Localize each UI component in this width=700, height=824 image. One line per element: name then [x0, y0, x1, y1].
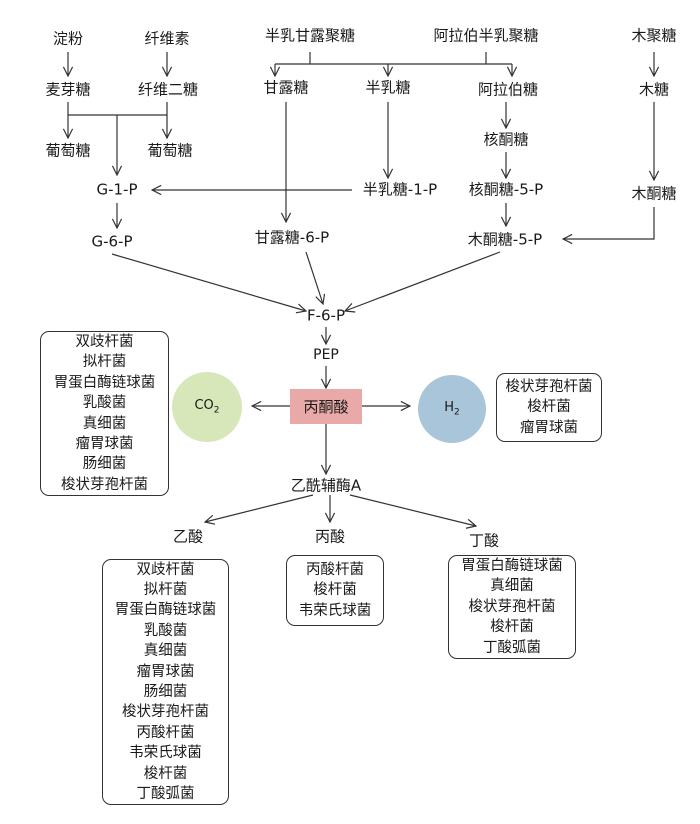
bacterium: 胃蛋白酶链球菌 [461, 557, 563, 574]
arrow-mannose6p-f6p [305, 251, 323, 304]
co2-circle: CO2 [172, 372, 242, 442]
mannose-label: 甘露糖 [263, 78, 309, 97]
butyrate-producers-box: 胃蛋白酶链球菌 真细菌 梭状芽孢杆菌 梭杆菌 丁酸弧菌 [448, 555, 576, 659]
arrow-acetylcoa-butyrate [349, 494, 476, 526]
pyruvate-box: 丙酮酸 [290, 389, 362, 424]
pyruvate-label: 丙酮酸 [303, 398, 349, 416]
arrow-acetylcoa-acetate [205, 494, 314, 522]
bacterium: 胃蛋白酶链球菌 [53, 374, 156, 391]
pep-label: PEP [313, 347, 339, 363]
g6p-label: G-6-P [91, 232, 133, 251]
bacterium: 梭杆菌 [527, 399, 571, 416]
xylulose-label: 木酮糖 [631, 184, 677, 203]
bacterium: 梭状芽孢杆菌 [122, 704, 209, 721]
bacterium: 双歧杆菌 [75, 333, 134, 350]
bacterium: 梭状芽孢杆菌 [61, 476, 148, 493]
bacterium: 梭杆菌 [490, 619, 534, 636]
bacterium: 梭杆菌 [143, 765, 188, 782]
acetate-producers-box: 双歧杆菌 拟杆菌 胃蛋白酶链球菌 乳酸菌 真细菌 瘤胃球菌 肠细菌 梭状芽孢杆菌… [102, 559, 229, 805]
bacterium: 梭状芽孢杆菌 [505, 378, 593, 395]
maltose-label: 麦芽糖 [45, 80, 91, 99]
bacterium: 乳酸菌 [143, 622, 188, 639]
bacterium: 丙酸杆菌 [306, 561, 364, 578]
acetate-label: 乙酸 [172, 527, 204, 546]
xylulose-5p-label: 木酮糖-5-P [467, 230, 543, 249]
bacterium: 肠细菌 [82, 456, 127, 473]
arrow-xylulose-xylulose5p [563, 207, 655, 239]
co2-label: CO2 [194, 398, 220, 416]
xylan-label: 木聚糖 [631, 26, 677, 45]
h2-label: H2 [444, 400, 460, 418]
butyrate-label: 丁酸 [468, 531, 500, 550]
g1p-label: G-1-P [96, 180, 138, 199]
bacterium: 双歧杆菌 [136, 561, 195, 578]
arabinose-label: 阿拉伯糖 [477, 80, 539, 99]
ribulose-5p-label: 核酮糖-5-P [468, 180, 544, 199]
co2-producers-box: 双歧杆菌 拟杆菌 胃蛋白酶链球菌 乳酸菌 真细菌 瘤胃球菌 肠细菌 梭状芽孢杆菌 [40, 331, 169, 496]
bacterium: 拟杆菌 [143, 581, 188, 598]
arrow-xylulose5p-f6p [345, 251, 501, 311]
bacterium: 梭杆菌 [313, 582, 357, 599]
arrow-g6p-f6p [111, 253, 306, 311]
propionate-producers-box: 丙酸杆菌 梭杆菌 韦荣氏球菌 [286, 555, 384, 626]
f6p-label: F-6-P [306, 306, 346, 325]
bacterium: 胃蛋白酶链球菌 [114, 602, 217, 619]
bacterium: 丁酸弧菌 [483, 639, 541, 656]
glucose-right-label: 葡萄糖 [147, 141, 193, 160]
bacterium: 韦荣氏球菌 [129, 745, 202, 762]
galactose-1p-label: 半乳糖-1-P [362, 180, 438, 199]
cellobiose-label: 纤维二糖 [137, 80, 199, 99]
bacterium: 瘤胃球菌 [520, 419, 578, 436]
bacterium: 真细菌 [143, 643, 188, 660]
bacterium: 丙酸杆菌 [136, 724, 195, 741]
glucose-left-label: 葡萄糖 [45, 141, 91, 160]
starch-label: 淀粉 [52, 29, 84, 48]
cellulose-label: 纤维素 [144, 29, 190, 48]
bacterium: 韦荣氏球菌 [298, 602, 372, 619]
ribulose-label: 核酮糖 [483, 130, 529, 149]
propionate-label: 丙酸 [314, 527, 346, 546]
acetyl-coa-label: 乙酰辅酶A [290, 476, 362, 495]
bacterium: 梭状芽孢杆菌 [468, 598, 556, 615]
bacterium: 丁酸弧菌 [136, 786, 195, 803]
arabinogalactan-label: 阿拉伯半乳聚糖 [433, 26, 539, 45]
bacterium: 乳酸菌 [82, 395, 127, 412]
mannose-6p-label: 甘露糖-6-P [254, 228, 330, 247]
bacterium: 瘤胃球菌 [75, 435, 134, 452]
galactose-label: 半乳糖 [365, 78, 411, 97]
h2-producers-box: 梭状芽孢杆菌 梭杆菌 瘤胃球菌 [496, 373, 602, 442]
bacterium: 瘤胃球菌 [136, 663, 195, 680]
xylose-label: 木糖 [638, 80, 670, 99]
bacterium: 拟杆菌 [82, 354, 127, 371]
h2-circle: H2 [418, 375, 486, 443]
bacterium: 真细菌 [82, 415, 127, 432]
bacterium: 真细菌 [490, 578, 534, 595]
galactomannan-label: 半乳甘露聚糖 [264, 26, 356, 45]
bacterium: 肠细菌 [143, 684, 188, 700]
